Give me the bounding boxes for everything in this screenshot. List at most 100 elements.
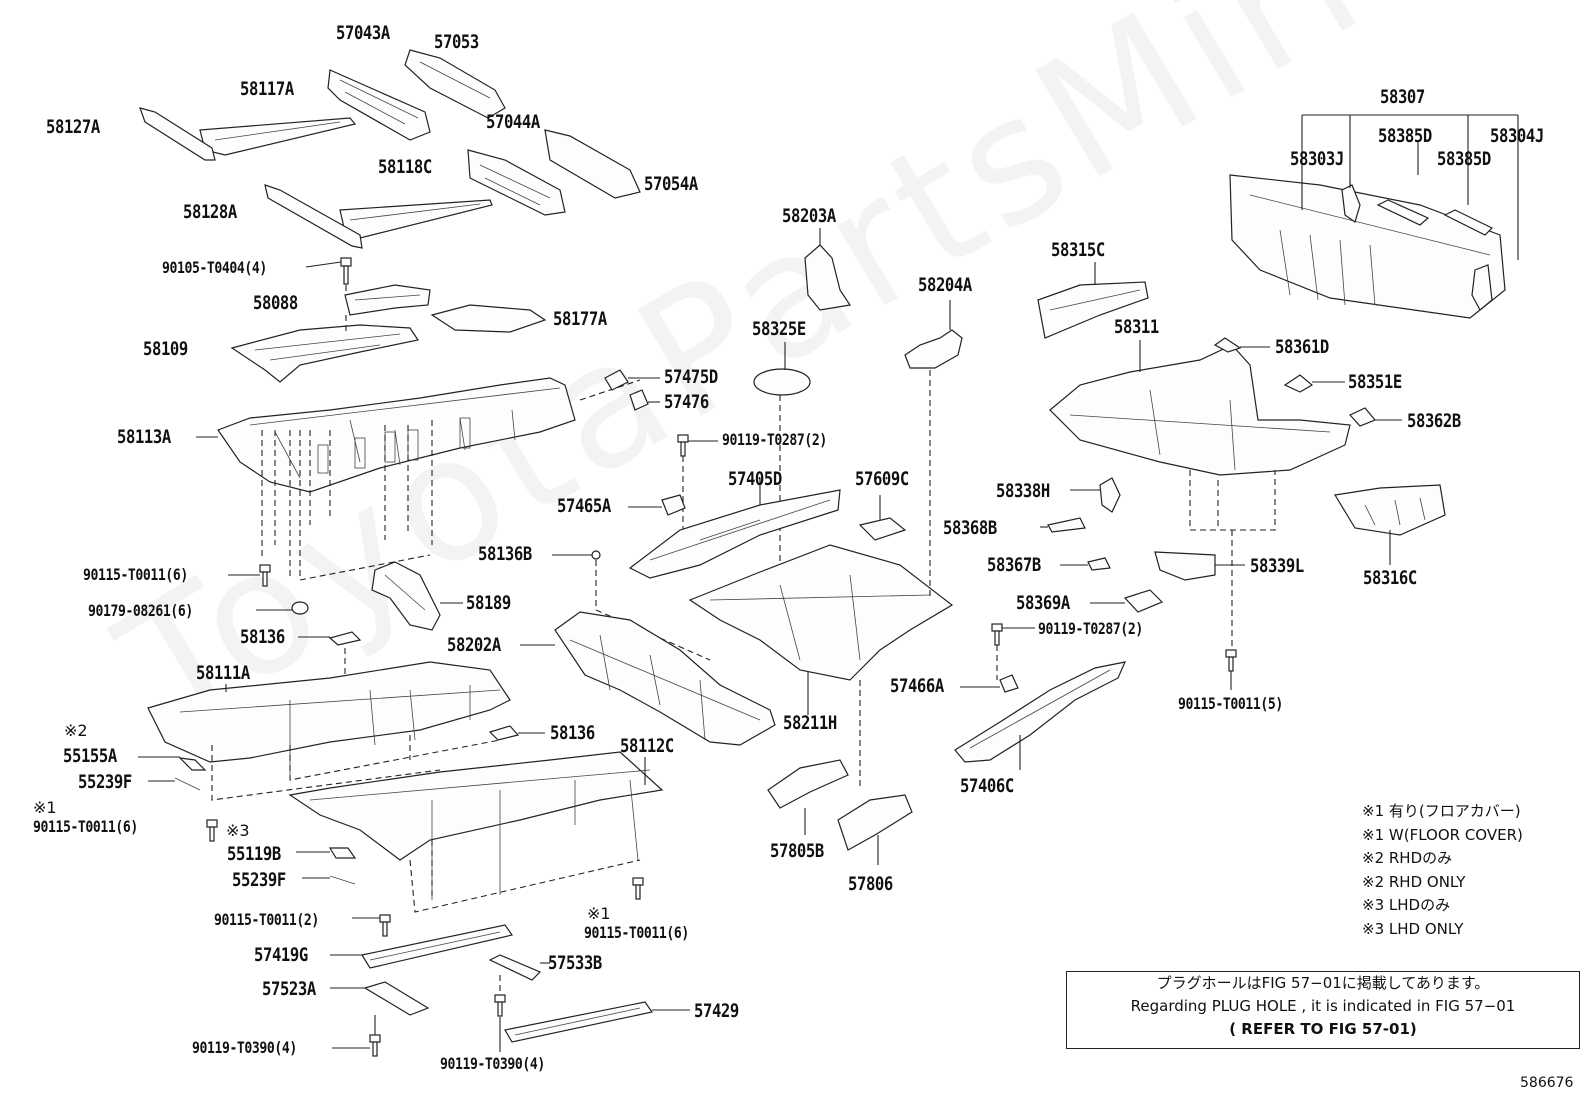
label-58315C: 58315C xyxy=(1051,239,1105,261)
part-57419G xyxy=(361,924,514,969)
label-90119-T0287-b: 90119-T0287(2) xyxy=(1038,619,1143,638)
label-57405D: 57405D xyxy=(728,468,782,490)
label-58385D-1: 58385D xyxy=(1378,125,1432,147)
part-58385D-a xyxy=(1376,199,1430,226)
label-55119B: 55119B xyxy=(227,843,281,865)
part-57476 xyxy=(629,389,649,411)
label-57044A: 57044A xyxy=(486,111,540,133)
part-58128A xyxy=(264,184,363,249)
bolt-90119-t0287-b xyxy=(991,623,1003,646)
note-3: ※3 xyxy=(226,821,250,840)
part-58307 xyxy=(1229,174,1506,319)
part-58339L xyxy=(1154,551,1216,581)
label-58117A: 58117A xyxy=(240,78,294,100)
label-90119-T0390-b: 90119-T0390(4) xyxy=(440,1054,545,1073)
label-58112C: 58112C xyxy=(620,735,674,757)
label-57419G: 57419G xyxy=(254,944,308,966)
part-58111A xyxy=(147,661,511,763)
part-55119B xyxy=(328,847,357,859)
part-55239F-b xyxy=(329,875,356,885)
label-90115-T0011-5: 90115-T0011(5) xyxy=(1178,694,1283,713)
label-90119-T0390-a: 90119-T0390(4) xyxy=(192,1038,297,1057)
legend-item: ※1 有り(フロアカバー) xyxy=(1362,802,1521,820)
bolt-90115-b xyxy=(206,819,218,842)
label-90105-T0404: 90105-T0404(4) xyxy=(162,258,267,277)
plug-note-line-3: ( REFER TO FIG 57-01) xyxy=(1229,1020,1417,1038)
label-58202A: 58202A xyxy=(447,634,501,656)
label-58369A: 58369A xyxy=(1016,592,1070,614)
part-57054A xyxy=(544,129,641,199)
part-58211H xyxy=(688,544,954,681)
part-57053 xyxy=(404,49,506,119)
part-58136B xyxy=(591,550,601,560)
bolt-90115-e xyxy=(1225,649,1237,672)
part-57609C xyxy=(858,517,907,541)
label-58127A: 58127A xyxy=(46,116,100,138)
bolt-90119-t0390-a xyxy=(369,1034,381,1057)
label-90115-T0011-6-b: 90115-T0011(6) xyxy=(33,817,138,836)
label-58113A: 58113A xyxy=(117,426,171,448)
label-55155A: 55155A xyxy=(63,745,117,767)
label-57806: 57806 xyxy=(848,873,893,895)
part-57406C xyxy=(954,661,1127,763)
label-58367B: 58367B xyxy=(987,554,1041,576)
label-90119-T0287-a: 90119-T0287(2) xyxy=(722,430,827,449)
part-58351E xyxy=(1283,374,1314,393)
label-57053: 57053 xyxy=(434,31,479,53)
part-58088 xyxy=(344,284,431,316)
note-1-a: ※1 xyxy=(33,798,57,817)
bolt-90115-a xyxy=(259,564,271,587)
legend-item: ※2 RHDのみ xyxy=(1362,849,1453,867)
label-57476: 57476 xyxy=(664,391,709,413)
part-58316C xyxy=(1334,484,1446,536)
label-58111A: 58111A xyxy=(196,662,250,684)
label-57533B: 57533B xyxy=(548,952,602,974)
part-58367B xyxy=(1087,557,1111,571)
label-57406C: 57406C xyxy=(960,775,1014,797)
label-58303J: 58303J xyxy=(1290,148,1344,170)
part-58177A xyxy=(430,304,547,333)
label-58311: 58311 xyxy=(1114,316,1159,338)
label-57429: 57429 xyxy=(694,1000,739,1022)
label-57465A: 57465A xyxy=(557,495,611,517)
label-58177A: 58177A xyxy=(553,308,607,330)
label-90115-T0011-6-c: 90115-T0011(6) xyxy=(584,923,689,942)
part-57806 xyxy=(837,794,913,851)
label-58307: 58307 xyxy=(1380,86,1425,108)
label-58385D-2: 58385D xyxy=(1437,148,1491,170)
part-58315C xyxy=(1037,281,1149,339)
part-58113A xyxy=(217,377,576,493)
plug-note-line-2: Regarding PLUG HOLE , it is indicated in… xyxy=(1130,997,1516,1015)
label-57523A: 57523A xyxy=(262,978,316,1000)
label-58304J: 58304J xyxy=(1490,125,1544,147)
label-58203A: 58203A xyxy=(782,205,836,227)
part-57466A xyxy=(999,674,1019,693)
legend: ※1 有り(フロアカバー) ※1 W(FLOOR COVER) ※2 RHDのみ… xyxy=(1362,800,1523,941)
label-57043A: 57043A xyxy=(336,22,390,44)
bolt-90115-d xyxy=(632,877,644,900)
part-57429 xyxy=(504,1001,654,1043)
label-57054A: 57054A xyxy=(644,173,698,195)
label-58316C: 58316C xyxy=(1363,567,1417,589)
legend-item: ※3 LHDのみ xyxy=(1362,896,1451,914)
part-58361D xyxy=(1213,337,1242,353)
note-1-b: ※1 xyxy=(587,904,611,923)
part-57043A xyxy=(327,69,431,141)
label-55239F-a: 55239F xyxy=(78,771,132,793)
bolt-90105 xyxy=(340,257,352,285)
part-58369A xyxy=(1123,589,1164,613)
part-58136-b xyxy=(488,725,520,741)
part-58189 xyxy=(371,561,441,631)
label-58109: 58109 xyxy=(143,338,188,360)
label-58351E: 58351E xyxy=(1348,371,1402,393)
part-58204A xyxy=(904,329,963,369)
part-55239F-a xyxy=(174,777,201,791)
label-57805B: 57805B xyxy=(770,840,824,862)
label-57475D: 57475D xyxy=(664,366,718,388)
grommet-90179 xyxy=(291,601,309,615)
part-55155A xyxy=(178,757,207,771)
label-58118C: 58118C xyxy=(378,156,432,178)
part-58136-a xyxy=(328,631,362,646)
label-58368B: 58368B xyxy=(943,517,997,539)
